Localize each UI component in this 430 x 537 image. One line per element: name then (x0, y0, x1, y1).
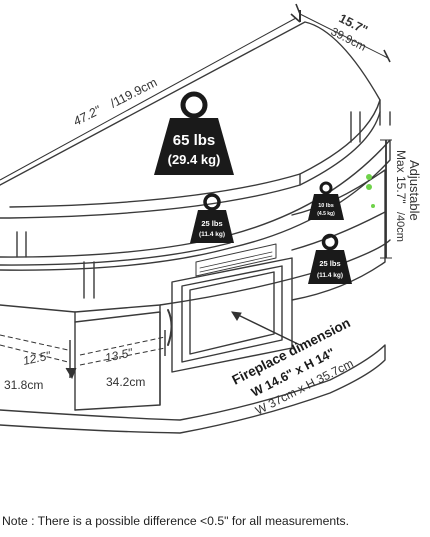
top-weight-kg: (29.4 kg) (168, 152, 221, 167)
dimension-lines (0, 3, 392, 380)
shelf-adjustable-label: Adjustable (407, 160, 422, 221)
width-dimension-line (0, 17, 297, 181)
upper-side-weight-lbs: 10 lbs (318, 203, 334, 209)
post-front-left (16, 231, 27, 258)
cabinet-right-cm-label: 34.2cm (106, 375, 145, 389)
cabinet-left-guide (0, 334, 69, 351)
post-back-right (350, 111, 361, 143)
shelf-cm-label: /40cm (394, 212, 406, 242)
cabinet-right-guide (79, 336, 166, 356)
depth-dimension-line (299, 13, 389, 59)
width-cm-label: /119.9cm (108, 75, 159, 110)
weight-icon-top (154, 91, 234, 175)
top-weight-lbs: 65 lbs (173, 132, 216, 149)
lower-side-weight-lbs: 25 lbs (319, 259, 340, 268)
base-plinth (0, 344, 386, 434)
cabinet-body (0, 239, 391, 313)
shelf-pin-indicators (366, 174, 375, 208)
tv-stand-drawing (0, 21, 391, 434)
post-right (379, 111, 391, 126)
cabinet-right-inches-label: 13.5" (104, 345, 135, 365)
cabinet-left-inches-label: 12.5" (22, 348, 53, 368)
left-door (74, 311, 161, 411)
middle-weight-lbs: 25 lbs (201, 219, 222, 228)
weight-icon-upper-side (308, 181, 344, 220)
fireplace-frame (171, 257, 293, 373)
shelf-max-label: Max 15.7" (394, 150, 408, 204)
weight-icon-middle (190, 193, 234, 243)
weight-icon-lower-side (308, 233, 352, 284)
upper-side-weight-kg: (4.5 kg) (317, 211, 335, 217)
door-handle (167, 309, 173, 346)
middle-shelf (0, 139, 391, 271)
width-inches-label: 47.2" (71, 103, 103, 129)
measurement-note: Note : There is a possible difference <0… (2, 514, 349, 528)
top-board (0, 21, 381, 219)
lower-side-weight-kg: (11.4 kg) (317, 272, 343, 279)
cabinet-left-cm-label: 31.8cm (4, 378, 43, 392)
fireplace-insert (195, 243, 277, 277)
middle-weight-kg: (11.4 kg) (199, 231, 225, 238)
post-front-middle (83, 261, 95, 299)
fireplace-pointer (231, 311, 301, 346)
